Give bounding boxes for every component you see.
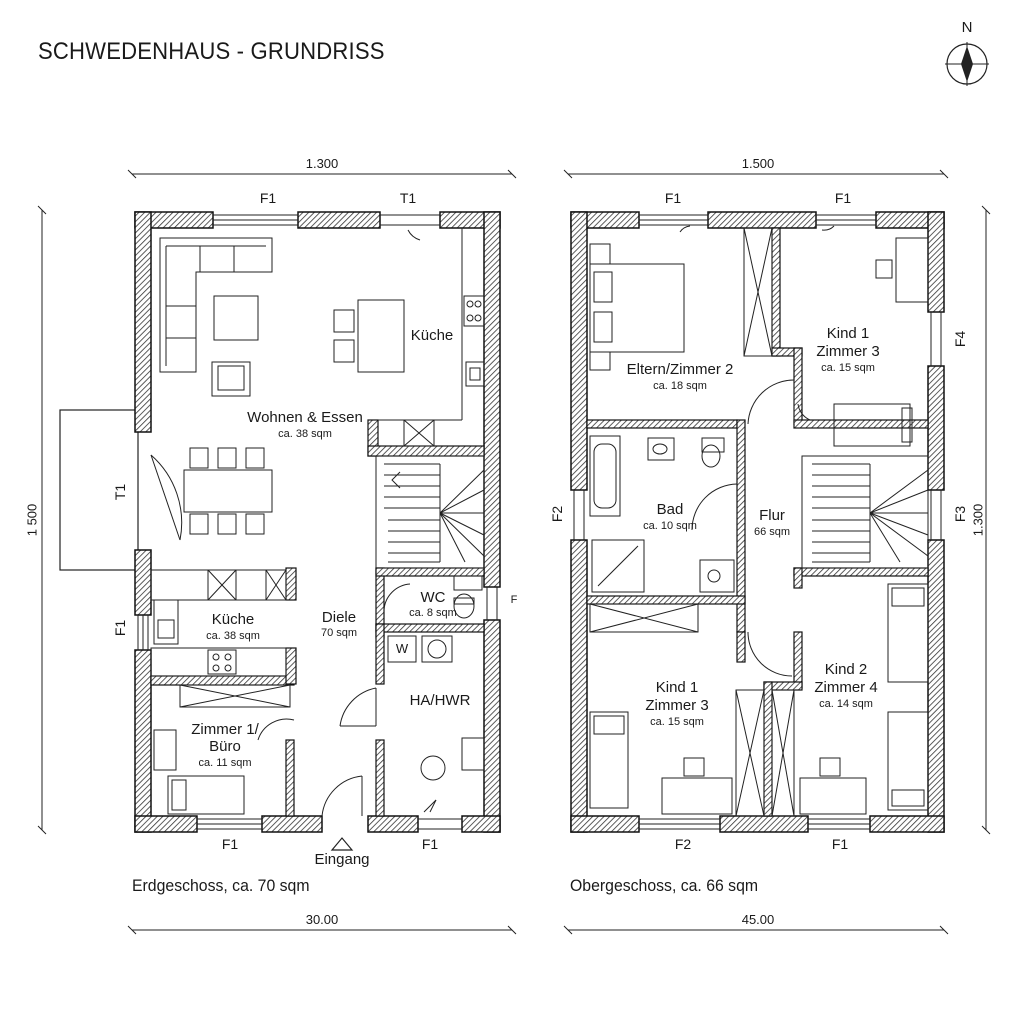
uf-window-right-1: F4: [952, 330, 968, 348]
uf-room-kind1-bottom-area: ca. 15 sqm: [650, 716, 704, 728]
uf-room-kind1-top-name-2: Zimmer 3: [816, 343, 880, 360]
outer-walls: [570, 211, 945, 833]
uf-window-bottom-2: F1: [831, 836, 849, 852]
gf-room-kitchen-top-name: Küche: [410, 327, 454, 344]
gf-room-office-area: ca. 11 sqm: [198, 757, 252, 769]
windows: [137, 214, 498, 830]
ground-floor-plan: [37, 169, 517, 935]
gf-room-office-name: Zimmer 1/: [191, 721, 259, 738]
furniture: [589, 227, 929, 817]
uf-room-hall-area: 66 sqm: [753, 526, 791, 538]
upper-floor-plan: [563, 169, 991, 935]
staircase: [375, 455, 485, 569]
gf-room-office-name-2: Büro: [209, 738, 241, 755]
gf-room-living-name: Wohnen & Essen: [247, 409, 363, 426]
gf-window-top-1: F1: [259, 190, 277, 206]
uf-dimension-right: 1.300: [970, 503, 986, 537]
uf-room-kind1-bottom-name-2: Zimmer 3: [645, 697, 709, 714]
windows: [573, 214, 942, 830]
gf-room-utility-name: HA/HWR: [409, 692, 471, 709]
north-compass-icon: [945, 42, 989, 86]
uf-window-left: F2: [549, 505, 565, 523]
uf-room-parents-name: Eltern/Zimmer 2: [626, 361, 734, 378]
gf-entrance-label: Eingang: [314, 851, 370, 868]
doors: [150, 229, 437, 817]
gf-room-hall-name: Diele: [321, 609, 357, 626]
uf-room-kind1-bottom-name: Kind 1: [655, 679, 699, 696]
uf-room-kind2-name: Kind 2: [824, 661, 868, 678]
uf-window-bottom-1: F2: [674, 836, 692, 852]
dimension-lines: [563, 169, 991, 935]
uf-window-right-2: F3: [952, 505, 968, 523]
uf-room-hall-name: Flur: [759, 507, 785, 524]
gf-window-left-1: T1: [112, 483, 128, 501]
gf-room-kitchen-name: Küche: [211, 611, 255, 628]
uf-room-kind1-top-name: Kind 1: [826, 325, 870, 342]
uf-room-kind2-area: ca. 14 sqm: [819, 698, 873, 710]
gf-room-wc-name: WC: [420, 589, 446, 606]
uf-window-top-2: F1: [834, 190, 852, 206]
inner-walls: [586, 227, 929, 817]
uf-window-top-1: F1: [664, 190, 682, 206]
gf-window-bottom-1: F1: [221, 836, 239, 852]
gf-room-wc-area: ca. 8 sqm: [409, 607, 457, 619]
uf-room-kind2-name-2: Zimmer 4: [814, 679, 878, 696]
gf-room-hall-area: 70 sqm: [320, 627, 358, 639]
doors: [679, 225, 835, 677]
uf-dimension-bottom: 45.00: [741, 912, 775, 927]
gf-window-top-2: T1: [399, 190, 417, 206]
gf-washer-label: W: [395, 641, 409, 656]
uf-dimension-top: 1.500: [741, 156, 775, 171]
uf-room-bath-area: ca. 10 sqm: [643, 520, 697, 532]
terrace: [59, 409, 139, 571]
page-title: SCHWEDENHAUS - GRUNDRISS: [38, 38, 385, 65]
furniture: [150, 228, 485, 815]
gf-dimension-left: 1 500: [24, 503, 40, 537]
gf-room-kitchen-area: ca. 38 sqm: [206, 630, 260, 642]
gf-window-bottom-2: F1: [421, 836, 439, 852]
uf-room-bath-name: Bad: [656, 501, 684, 518]
uf-caption: Obergeschoss, ca. 66 sqm: [570, 876, 759, 895]
compass-north-label: N: [961, 19, 973, 36]
dimension-lines: [37, 169, 517, 935]
staircase: [801, 455, 929, 569]
gf-window-right-small: F: [510, 594, 518, 606]
inner-walls: [150, 419, 485, 817]
gf-dimension-bottom: 30.00: [305, 912, 339, 927]
uf-room-parents-area: ca. 18 sqm: [653, 380, 707, 392]
gf-dimension-top: 1.300: [305, 156, 339, 171]
gf-caption: Erdgeschoss, ca. 70 sqm: [132, 876, 310, 895]
entrance-arrow-icon: [330, 837, 354, 851]
gf-room-living-area: ca. 38 sqm: [278, 428, 332, 440]
gf-window-left-2: F1: [112, 619, 128, 637]
uf-room-kind1-top-area: ca. 15 sqm: [821, 362, 875, 374]
